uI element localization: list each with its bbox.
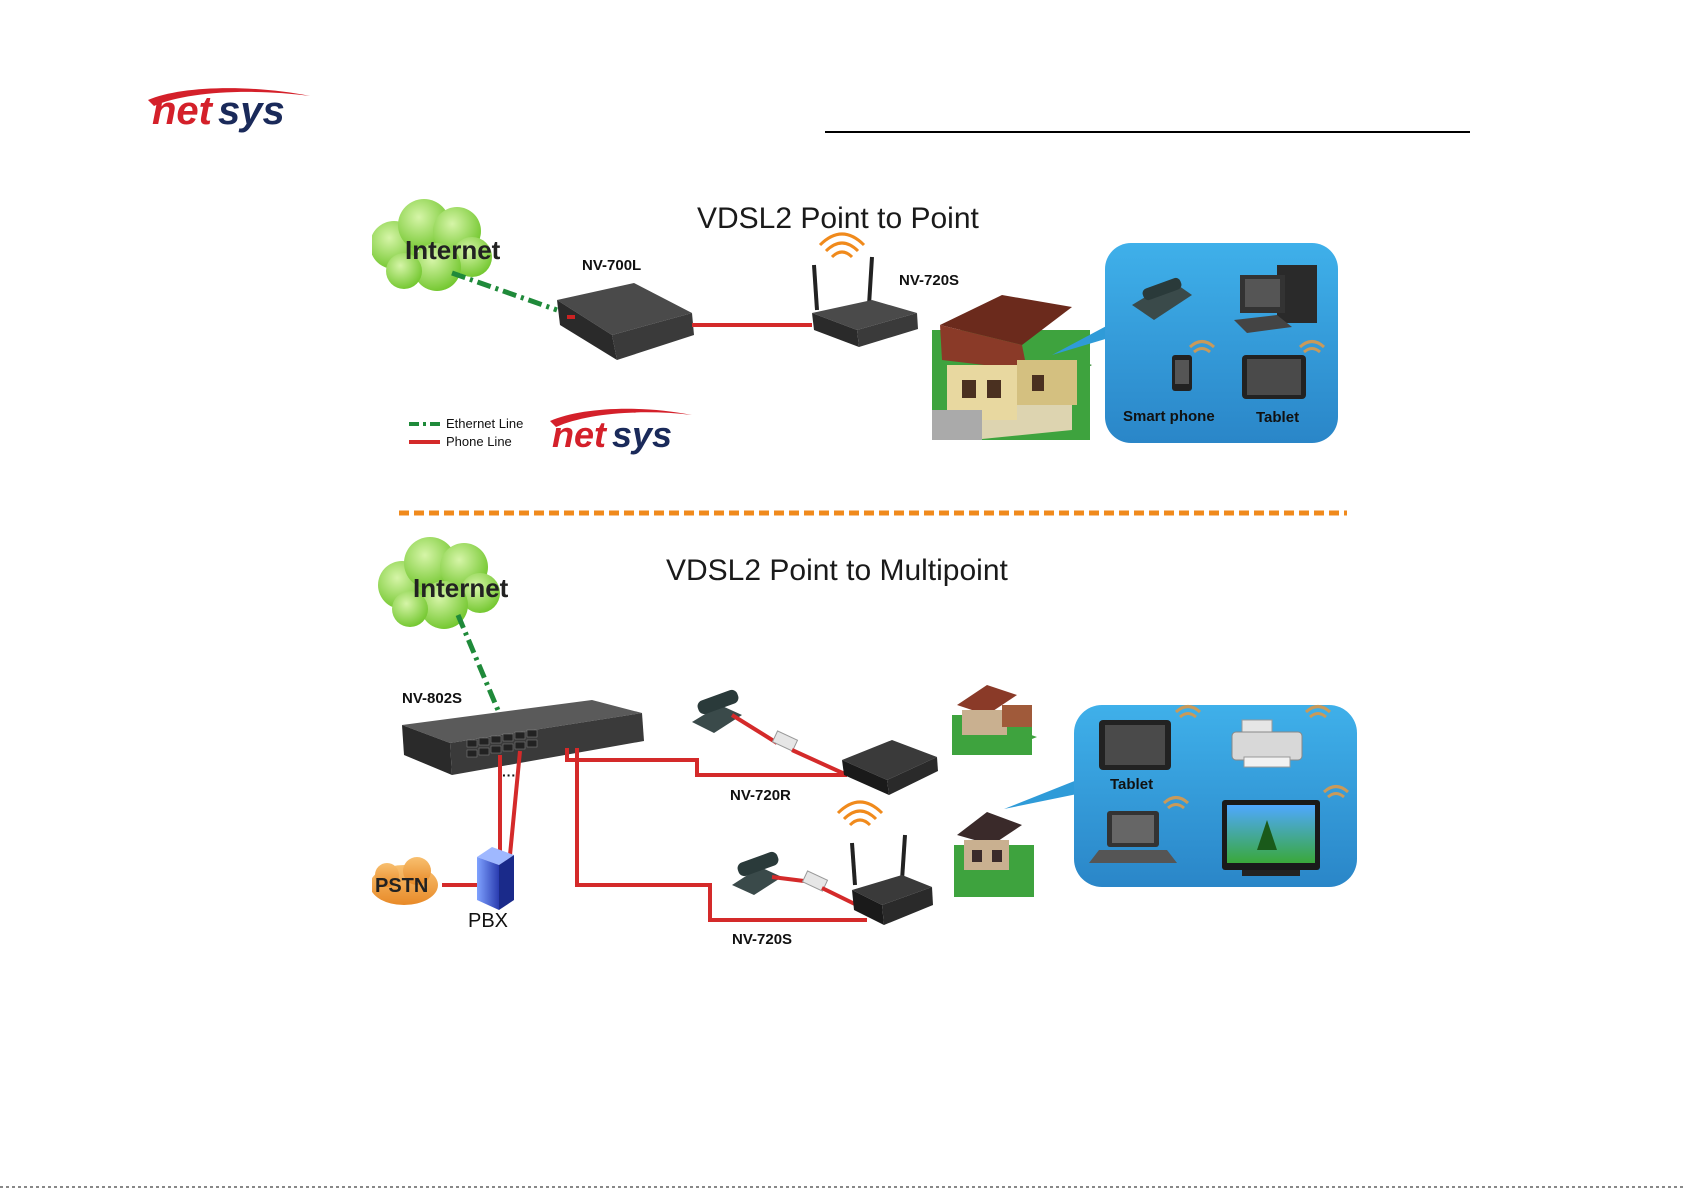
header-logo: net sys [140, 78, 320, 138]
p2mp-phone-cord-3 [772, 877, 804, 881]
header-rule [825, 131, 1470, 133]
wifi-signal-icon [838, 802, 882, 825]
diagram-logo-net: net [552, 414, 608, 455]
p2p-smartphone-label: Smart phone [1123, 408, 1215, 425]
pbx-server-icon [477, 847, 514, 910]
desk-phone-icon [732, 850, 782, 895]
smartphone-icon [1172, 355, 1192, 391]
p2mp-ethernet-line [458, 615, 500, 715]
logo-text-sys: sys [218, 89, 285, 133]
p2p-ethernet-line [452, 273, 557, 310]
legend-phone-label: Phone Line [446, 434, 512, 449]
desk-phone-icon [692, 688, 742, 733]
house-icon [954, 812, 1034, 897]
page-bottom-rule [0, 1186, 1685, 1188]
wifi-signal-icon [820, 234, 864, 257]
p2mp-callout-pointer [1004, 778, 1082, 809]
splitter-icon [772, 731, 797, 751]
vdsl2-diagram: VDSL2 Point to Point Internet NV-700L NV… [372, 195, 1357, 950]
nv700l-device-icon [557, 283, 694, 360]
p2mp-switch-label: NV-802S [402, 690, 462, 707]
nv720s-device-icon [852, 835, 933, 925]
nv802s-switch-icon [402, 700, 644, 775]
p2mp-title: VDSL2 Point to Multipoint [666, 554, 1009, 587]
logo-text-net: net [152, 89, 214, 133]
pbx-label: PBX [468, 910, 508, 932]
pstn-label: PSTN [375, 875, 428, 897]
p2p-title: VDSL2 Point to Point [697, 202, 980, 235]
p2mp-internet-label: Internet [413, 573, 509, 603]
ellipsis-dots: ··· [502, 767, 516, 783]
house-icon [932, 295, 1092, 440]
p2p-internet-label: Internet [405, 235, 501, 265]
p2p-cpe-label: NV-720S [899, 272, 959, 289]
nv720r-device-icon [842, 740, 938, 795]
legend: Ethernet Line Phone Line [409, 416, 523, 449]
house-icon [952, 685, 1037, 755]
legend-ethernet-label: Ethernet Line [446, 416, 523, 431]
p2mp-cpe2-label: NV-720S [732, 931, 792, 948]
tv-icon [1222, 800, 1320, 876]
nv720s-device-icon [812, 257, 918, 347]
desktop-computer-icon [1234, 265, 1317, 333]
diagram-logo: net sys [550, 409, 692, 455]
p2mp-phone-cord-1 [732, 715, 777, 743]
p2mp-tablet-label: Tablet [1110, 776, 1153, 793]
p2mp-phone-cord-2 [792, 750, 847, 775]
p2p-co-label: NV-700L [582, 257, 641, 274]
diagram-logo-sys: sys [612, 414, 672, 455]
p2mp-cpe1-label: NV-720R [730, 787, 791, 804]
tablet-icon [1099, 720, 1171, 770]
p2p-tablet-label: Tablet [1256, 409, 1299, 426]
tablet-icon [1242, 355, 1306, 399]
